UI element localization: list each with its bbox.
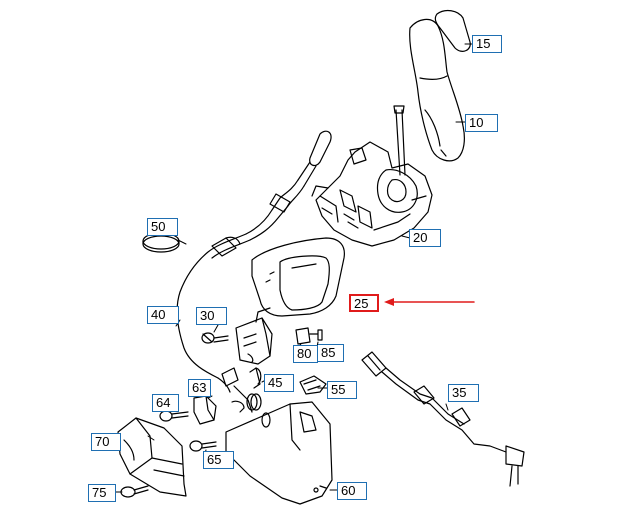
shift-knob-part	[409, 18, 465, 162]
clip-63-part	[193, 395, 245, 425]
knob-cap-part	[434, 9, 471, 52]
callout-64[interactable]: 64	[152, 394, 179, 412]
callout-55[interactable]: 55	[327, 381, 357, 399]
clip-45-part	[249, 367, 262, 389]
selector-housing-part	[311, 141, 433, 247]
highlight-arrow	[384, 298, 475, 306]
callout-70[interactable]: 70	[91, 433, 121, 451]
control-cable-part	[176, 130, 332, 413]
retainer-55-part	[299, 375, 327, 395]
callout-15[interactable]: 15	[472, 35, 502, 53]
callout-65[interactable]: 65	[203, 451, 234, 469]
switch-bracket-part	[235, 307, 273, 365]
washer-part	[246, 393, 271, 428]
callout-50[interactable]: 50	[147, 218, 178, 236]
bolt-64-part	[159, 410, 189, 422]
screw-75-part	[120, 485, 149, 498]
bracket-70-part	[117, 417, 187, 497]
callout-30[interactable]: 30	[196, 307, 227, 325]
cover-plate-part	[251, 237, 345, 317]
callout-63[interactable]: 63	[188, 379, 211, 397]
callout-25[interactable]: 25	[349, 294, 379, 312]
callout-45[interactable]: 45	[264, 374, 294, 392]
callout-80[interactable]: 80	[293, 345, 318, 363]
callout-75[interactable]: 75	[88, 484, 116, 502]
callout-40[interactable]: 40	[147, 306, 179, 324]
sensor-cable-part	[361, 351, 525, 487]
callout-85[interactable]: 85	[318, 344, 344, 362]
callout-35[interactable]: 35	[448, 384, 479, 402]
callout-60[interactable]: 60	[337, 482, 367, 500]
screw-30-part	[201, 332, 229, 344]
screw-65-part	[189, 440, 217, 452]
lever-shaft-part	[393, 105, 406, 176]
mounting-plate-part	[225, 401, 333, 505]
callout-10[interactable]: 10	[465, 114, 498, 132]
callout-20[interactable]: 20	[409, 229, 441, 247]
